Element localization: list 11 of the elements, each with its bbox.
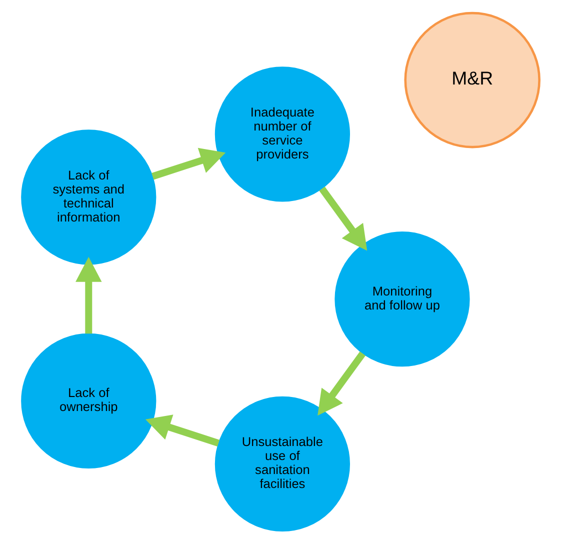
arrow [318, 351, 366, 416]
node-circle: Lack of ownership [21, 333, 156, 469]
node-circle: Inadequate number of service providers [214, 66, 350, 202]
arrow [319, 186, 368, 251]
node-circle: Lack of systems and technical information [21, 130, 156, 265]
arrow [152, 148, 226, 180]
node-circle: Monitoring and follow up [334, 232, 470, 367]
arrow [145, 414, 220, 446]
node-circle: Unsustainable use of sanitation facilities [214, 396, 350, 532]
node-circle: M&R [404, 12, 540, 148]
arrow [76, 256, 102, 334]
